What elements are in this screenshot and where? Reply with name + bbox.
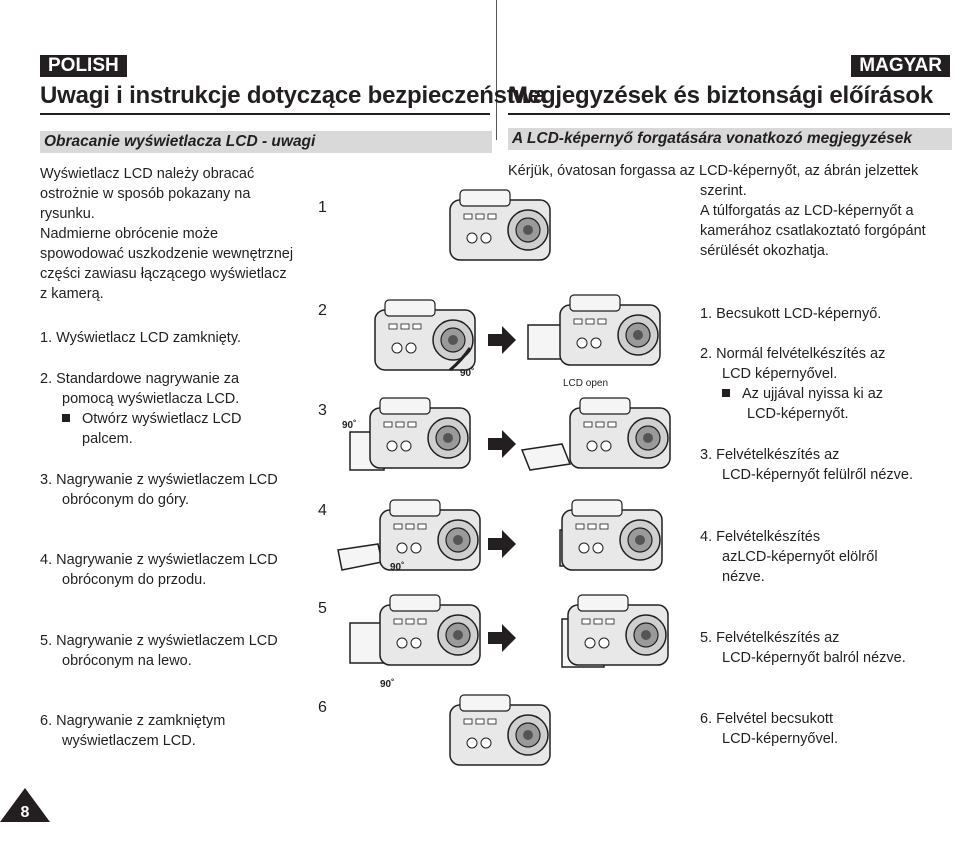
- text-line: Nadmierne obrócenie może: [40, 226, 219, 242]
- text-line: 2. Normál felvételkészítés az: [700, 346, 886, 362]
- camcorder-lcd-left-view-illustration: [561, 594, 669, 668]
- page-title-hungarian: Megjegyzések és biztonsági előírások: [508, 82, 933, 109]
- text-line: pomocą wyświetlacza LCD.: [62, 391, 240, 407]
- polish-step-1: 1. Wyświetlacz LCD zamknięty.: [40, 330, 242, 346]
- text-line: sérülését okozhatja.: [700, 243, 829, 259]
- hungarian-step-3: 3. Felvételkészítés az LCD-képernyőt fel…: [700, 445, 913, 485]
- text-line: nézve.: [722, 569, 765, 585]
- text-line: obróconym do góry.: [62, 492, 190, 508]
- text-line: azLCD-képernyőt elölről: [722, 549, 878, 565]
- rotation-arrow-icon: [449, 347, 472, 372]
- text-line: obróconym do przodu.: [62, 572, 207, 588]
- text-line: części zawiasu łączącego wyświetlacz: [40, 266, 287, 282]
- text-line: LCD-képernyővel.: [722, 731, 839, 747]
- degree-label: 90˚: [342, 419, 356, 431]
- lcd-open-label: LCD open: [563, 378, 608, 389]
- polish-intro: Wyświetlacz LCD należy obracać ostrożnie…: [40, 164, 310, 304]
- degree-label: 90˚: [460, 367, 474, 379]
- page-title-polish: Uwagi i instrukcje dotyczące bezpieczeńs…: [40, 82, 547, 109]
- hungarian-intro-rest: szerint. A túlforgatás az LCD-képernyőt …: [700, 181, 926, 261]
- hungarian-step-2: 2. Normál felvételkészítés az LCD képern…: [700, 344, 885, 424]
- text-line: 3. Felvételkészítés az: [700, 447, 840, 463]
- camcorder-lcd-front-illustration: [337, 499, 481, 571]
- polish-step-5: 5. Nagrywanie z wyświetlaczem LCD obróco…: [40, 631, 278, 671]
- text-line: 3. Nagrywanie z wyświetlaczem LCD: [40, 472, 278, 488]
- camcorder-lcd-left-illustration: [349, 594, 481, 666]
- text-line: 2. Standardowe nagrywanie za: [40, 371, 240, 387]
- text-line: rysunku.: [40, 206, 95, 222]
- square-bullet-icon: [722, 389, 730, 397]
- hungarian-intro-line-1: Kérjük, óvatosan forgassa az LCD-képerny…: [508, 163, 919, 179]
- camcorder-closed-lcd-illustration: [449, 189, 551, 261]
- text-line: LCD képernyővel.: [722, 366, 838, 382]
- right-arrow-icon: [488, 530, 516, 558]
- header-rule-left: [40, 113, 490, 115]
- hungarian-step-4: 4. Felvételkészítés azLCD-képernyőt elöl…: [700, 527, 878, 587]
- figure-step-number: 1: [318, 199, 327, 216]
- text-line: palcem.: [82, 431, 133, 447]
- section-heading-hungarian: A LCD-képernyő forgatására vonatkozó meg…: [508, 128, 952, 150]
- camcorder-closed-reverse-illustration: [449, 694, 551, 766]
- text-line: 6. Nagrywanie z zamkniętym: [40, 713, 226, 729]
- text-line: obróconym na lewo.: [62, 653, 192, 669]
- page-number: 8: [21, 804, 30, 821]
- hungarian-step-5: 5. Felvételkészítés az LCD-képernyőt bal…: [700, 628, 906, 668]
- figure-step-number: 4: [318, 502, 327, 519]
- degree-label: 90˚: [390, 561, 404, 573]
- text-line: 5. Nagrywanie z wyświetlaczem LCD: [40, 633, 278, 649]
- camcorder-lcd-open-illustration: [527, 294, 661, 366]
- text-line: 6. Felvétel becsukott: [700, 711, 833, 727]
- polish-step-3: 3. Nagrywanie z wyświetlaczem LCD obróco…: [40, 470, 278, 510]
- right-arrow-icon: [488, 624, 516, 652]
- text-line: kamerához csatlakoztató forgópánt: [700, 223, 926, 239]
- center-divider: [496, 0, 497, 140]
- text-line: LCD-képernyőt balról nézve.: [722, 650, 906, 666]
- square-bullet-icon: [62, 414, 70, 422]
- bullet-line: Az ujjával nyissa ki az: [700, 384, 885, 404]
- text-line: LCD-képernyőt felülről nézve.: [722, 467, 914, 483]
- text-line: 4. Nagrywanie z wyświetlaczem LCD: [40, 552, 278, 568]
- polish-step-4: 4. Nagrywanie z wyświetlaczem LCD obróco…: [40, 550, 278, 590]
- text-line: wyświetlaczem LCD.: [62, 733, 196, 749]
- section-heading-polish: Obracanie wyświetlacza LCD - uwagi: [40, 131, 492, 153]
- page-number-badge: 8: [0, 788, 50, 822]
- polish-step-2: 2. Standardowe nagrywanie za pomocą wyśw…: [40, 369, 242, 449]
- text-line: Az ujjával nyissa ki az: [742, 386, 884, 402]
- header-rule-right: [508, 113, 950, 115]
- camcorder-lcd-front-rotated-illustration: [559, 499, 663, 571]
- camcorder-lcd-flat-illustration: [520, 397, 671, 471]
- text-line: Wyświetlacz LCD należy obracać: [40, 166, 255, 182]
- language-badge-polish: POLISH: [40, 55, 127, 77]
- right-arrow-icon: [488, 326, 516, 354]
- text-line: 4. Felvételkészítés: [700, 529, 821, 545]
- hungarian-step-1: 1. Becsukott LCD-képernyő.: [700, 306, 882, 322]
- figure-step-number: 3: [318, 402, 327, 419]
- text-line: ostrożnie w sposób pokazany na: [40, 186, 251, 202]
- text-line: LCD-képernyőt.: [747, 406, 849, 422]
- figure-step-number: 2: [318, 302, 327, 319]
- camcorder-lcd-up-illustration: [349, 397, 471, 471]
- lcd-rotation-illustration: 1 2 3 4 5 6 90˚ LCD open 90˚ 90˚ 90˚: [318, 189, 671, 766]
- text-line: Otwórz wyświetlacz LCD: [82, 411, 242, 427]
- right-arrow-icon: [488, 430, 516, 458]
- figure-step-number: 6: [318, 699, 327, 716]
- text-line: spowodować uszkodzenie wewnętrznej: [40, 246, 294, 262]
- text-line: z kamerą.: [40, 286, 104, 302]
- text-line: 5. Felvételkészítés az: [700, 630, 840, 646]
- language-badge-hungarian: MAGYAR: [851, 55, 950, 77]
- figure-step-number: 5: [318, 600, 327, 617]
- polish-step-6: 6. Nagrywanie z zamkniętym wyświetlaczem…: [40, 711, 225, 751]
- degree-label: 90˚: [380, 678, 394, 690]
- text-line: szerint.: [700, 183, 747, 199]
- bullet-line: Otwórz wyświetlacz LCD: [40, 409, 242, 429]
- hungarian-step-6: 6. Felvétel becsukott LCD-képernyővel.: [700, 709, 838, 749]
- text-line: A túlforgatás az LCD-képernyőt a: [700, 203, 914, 219]
